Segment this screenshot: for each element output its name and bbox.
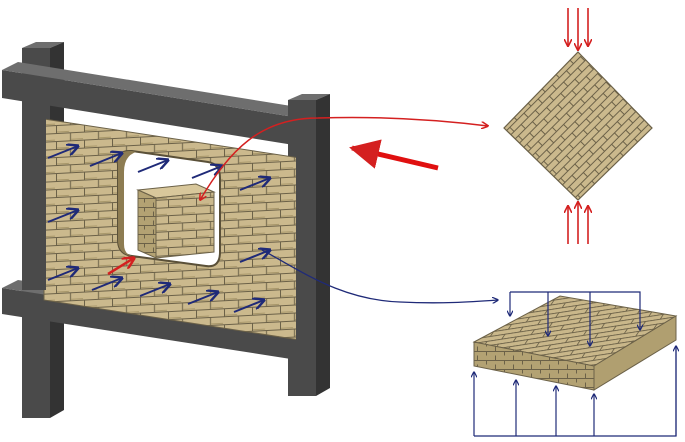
compression-arrows-top	[568, 8, 588, 50]
opening-diagonal-red-arrow	[107, 258, 134, 276]
out-of-plane-arrows	[47, 146, 270, 313]
distributed-load-top	[510, 291, 640, 346]
out-of-plane-callout-curve	[261, 249, 498, 303]
flexural-slab-panel	[474, 291, 676, 437]
in-plane-cube-element	[136, 183, 216, 259]
diagonal-compression-panel	[503, 8, 653, 244]
in-plane-callout-curve	[200, 116, 488, 200]
support-reactions-bottom	[474, 346, 676, 437]
in-plane-load-arrow	[349, 139, 439, 171]
compression-arrows-bottom	[568, 202, 588, 244]
left-column	[22, 98, 46, 290]
